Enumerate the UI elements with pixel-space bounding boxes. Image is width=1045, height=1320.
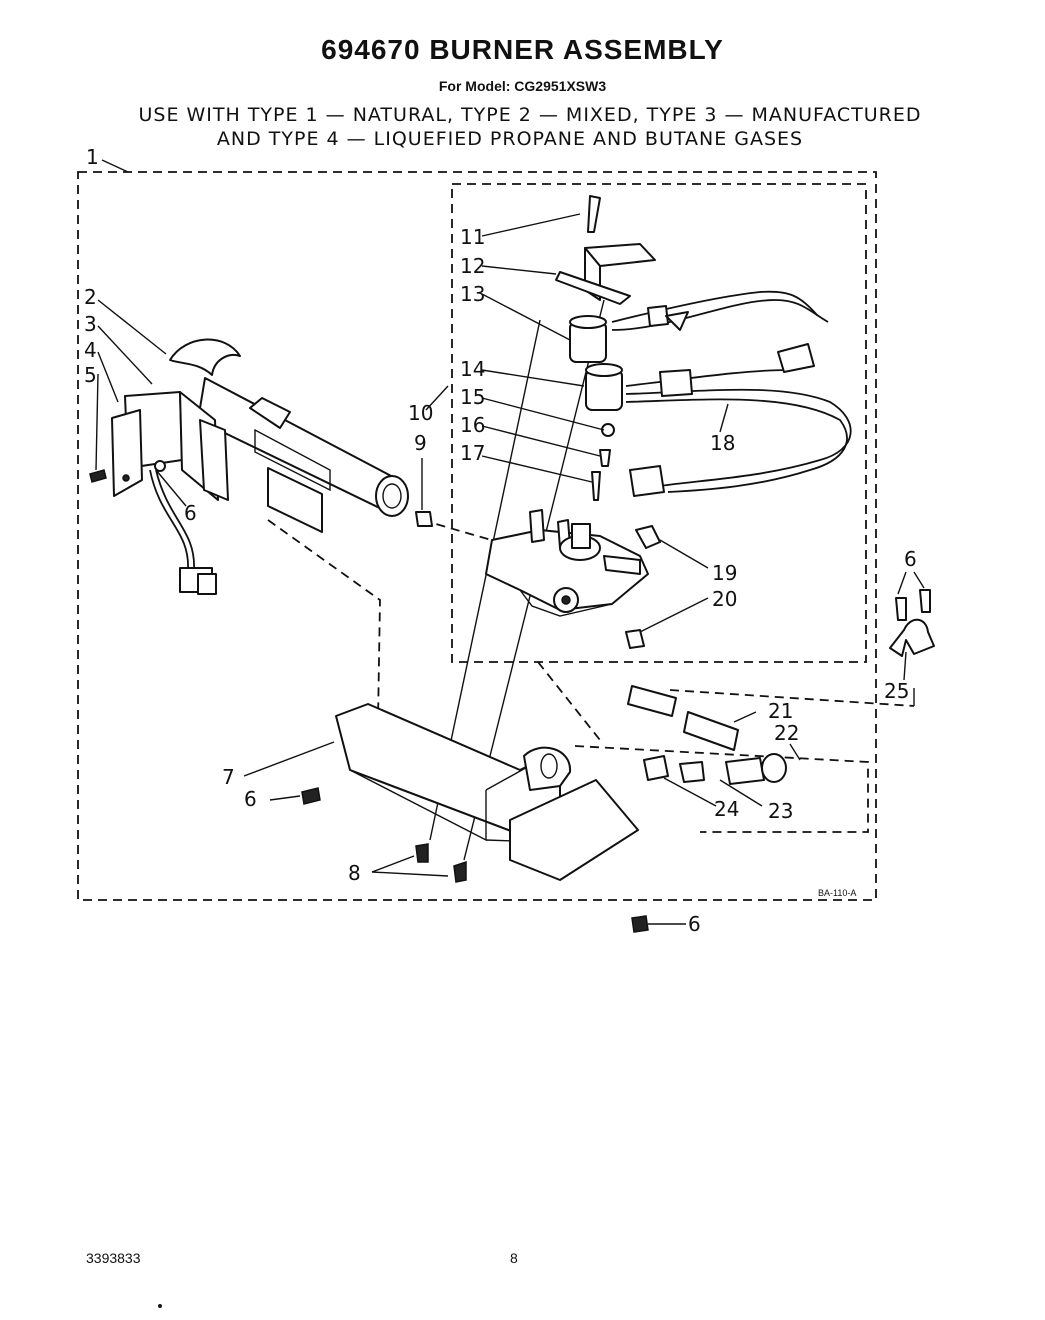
callout-6-left: 6	[184, 501, 197, 525]
callout-17: 17	[460, 441, 485, 465]
nut-24-icon	[643, 755, 669, 781]
callout-9: 9	[414, 431, 427, 455]
callout-6-clamp: 6	[904, 547, 917, 571]
callout-20: 20	[712, 587, 737, 611]
burner-tube	[169, 338, 409, 517]
pipe-nipple-21-icon	[627, 685, 739, 751]
model-line: For Model: CG2951XSW3	[438, 78, 607, 94]
drawing-code: BA-110-A	[818, 888, 856, 898]
screw-11-icon	[587, 195, 601, 233]
coil-13-icon	[569, 315, 607, 363]
callout-5: 5	[84, 363, 97, 387]
gas-valve-body	[485, 509, 649, 617]
callout-4: 4	[84, 338, 97, 362]
callout-6-bottom: 6	[688, 912, 701, 936]
part-21-guide	[669, 689, 915, 707]
screw-6-bracket-icon	[301, 787, 321, 805]
callout-3: 3	[84, 312, 97, 336]
doc-number: 3393833	[86, 1250, 141, 1266]
page-number: 8	[510, 1250, 518, 1266]
orifice-9-icon	[415, 511, 433, 527]
callout-15: 15	[460, 385, 485, 409]
valve-subassembly-boundary	[451, 183, 867, 663]
screw-5-icon	[89, 469, 107, 483]
callout-16: 16	[460, 413, 485, 437]
callout-19: 19	[712, 561, 737, 585]
ignitor-wiring	[149, 469, 217, 595]
callout-7: 7	[222, 765, 235, 789]
callout-14: 14	[460, 357, 485, 381]
screw-8-right-icon	[453, 860, 467, 883]
callout-1: 1	[86, 145, 99, 169]
callout-25: 25	[884, 679, 909, 703]
callout-21: 21	[768, 699, 793, 723]
callout-11: 11	[460, 225, 485, 249]
callout-6-bracket: 6	[244, 787, 257, 811]
ignitor-bracket	[111, 391, 229, 501]
coil-cover-bracket	[555, 243, 656, 305]
pipe-clamp-25-icon	[889, 589, 935, 657]
page-title: 694670 BURNER ASSEMBLY	[321, 34, 724, 65]
spring-17-icon	[591, 471, 601, 501]
screw-8-left-icon	[415, 843, 429, 863]
callout-13: 13	[460, 282, 485, 306]
callout-2: 2	[84, 285, 97, 309]
fitting-19-icon	[635, 525, 661, 549]
usage-line-1: USE WITH TYPE 1 — NATURAL, TYPE 2 — MIXE…	[138, 104, 922, 126]
plunger-16-icon	[599, 449, 611, 467]
coil-14-icon	[585, 363, 623, 411]
callout-10: 10	[408, 401, 433, 425]
callout-23: 23	[768, 799, 793, 823]
usage-line-2: AND TYPE 4 — LIQUEFIED PROPANE AND BUTAN…	[216, 128, 804, 150]
callout-8: 8	[348, 861, 361, 885]
screw-6-bottom-icon	[631, 915, 649, 933]
wiring-harness	[611, 290, 852, 497]
fitting-23-icon	[679, 753, 787, 785]
burner-mounting-bracket	[335, 703, 639, 881]
callout-22: 22	[774, 721, 799, 745]
valve-drop-guide	[537, 661, 601, 741]
callout-24: 24	[714, 797, 739, 821]
assembly-boundary	[77, 171, 877, 901]
scan-speck	[158, 1304, 162, 1308]
callout-12: 12	[460, 254, 485, 278]
fitting-20-icon	[625, 629, 645, 649]
callout-18: 18	[710, 431, 735, 455]
callout-leaders	[95, 159, 925, 925]
flame-shield-plate	[267, 467, 323, 533]
shield-drop-guide	[267, 519, 381, 721]
